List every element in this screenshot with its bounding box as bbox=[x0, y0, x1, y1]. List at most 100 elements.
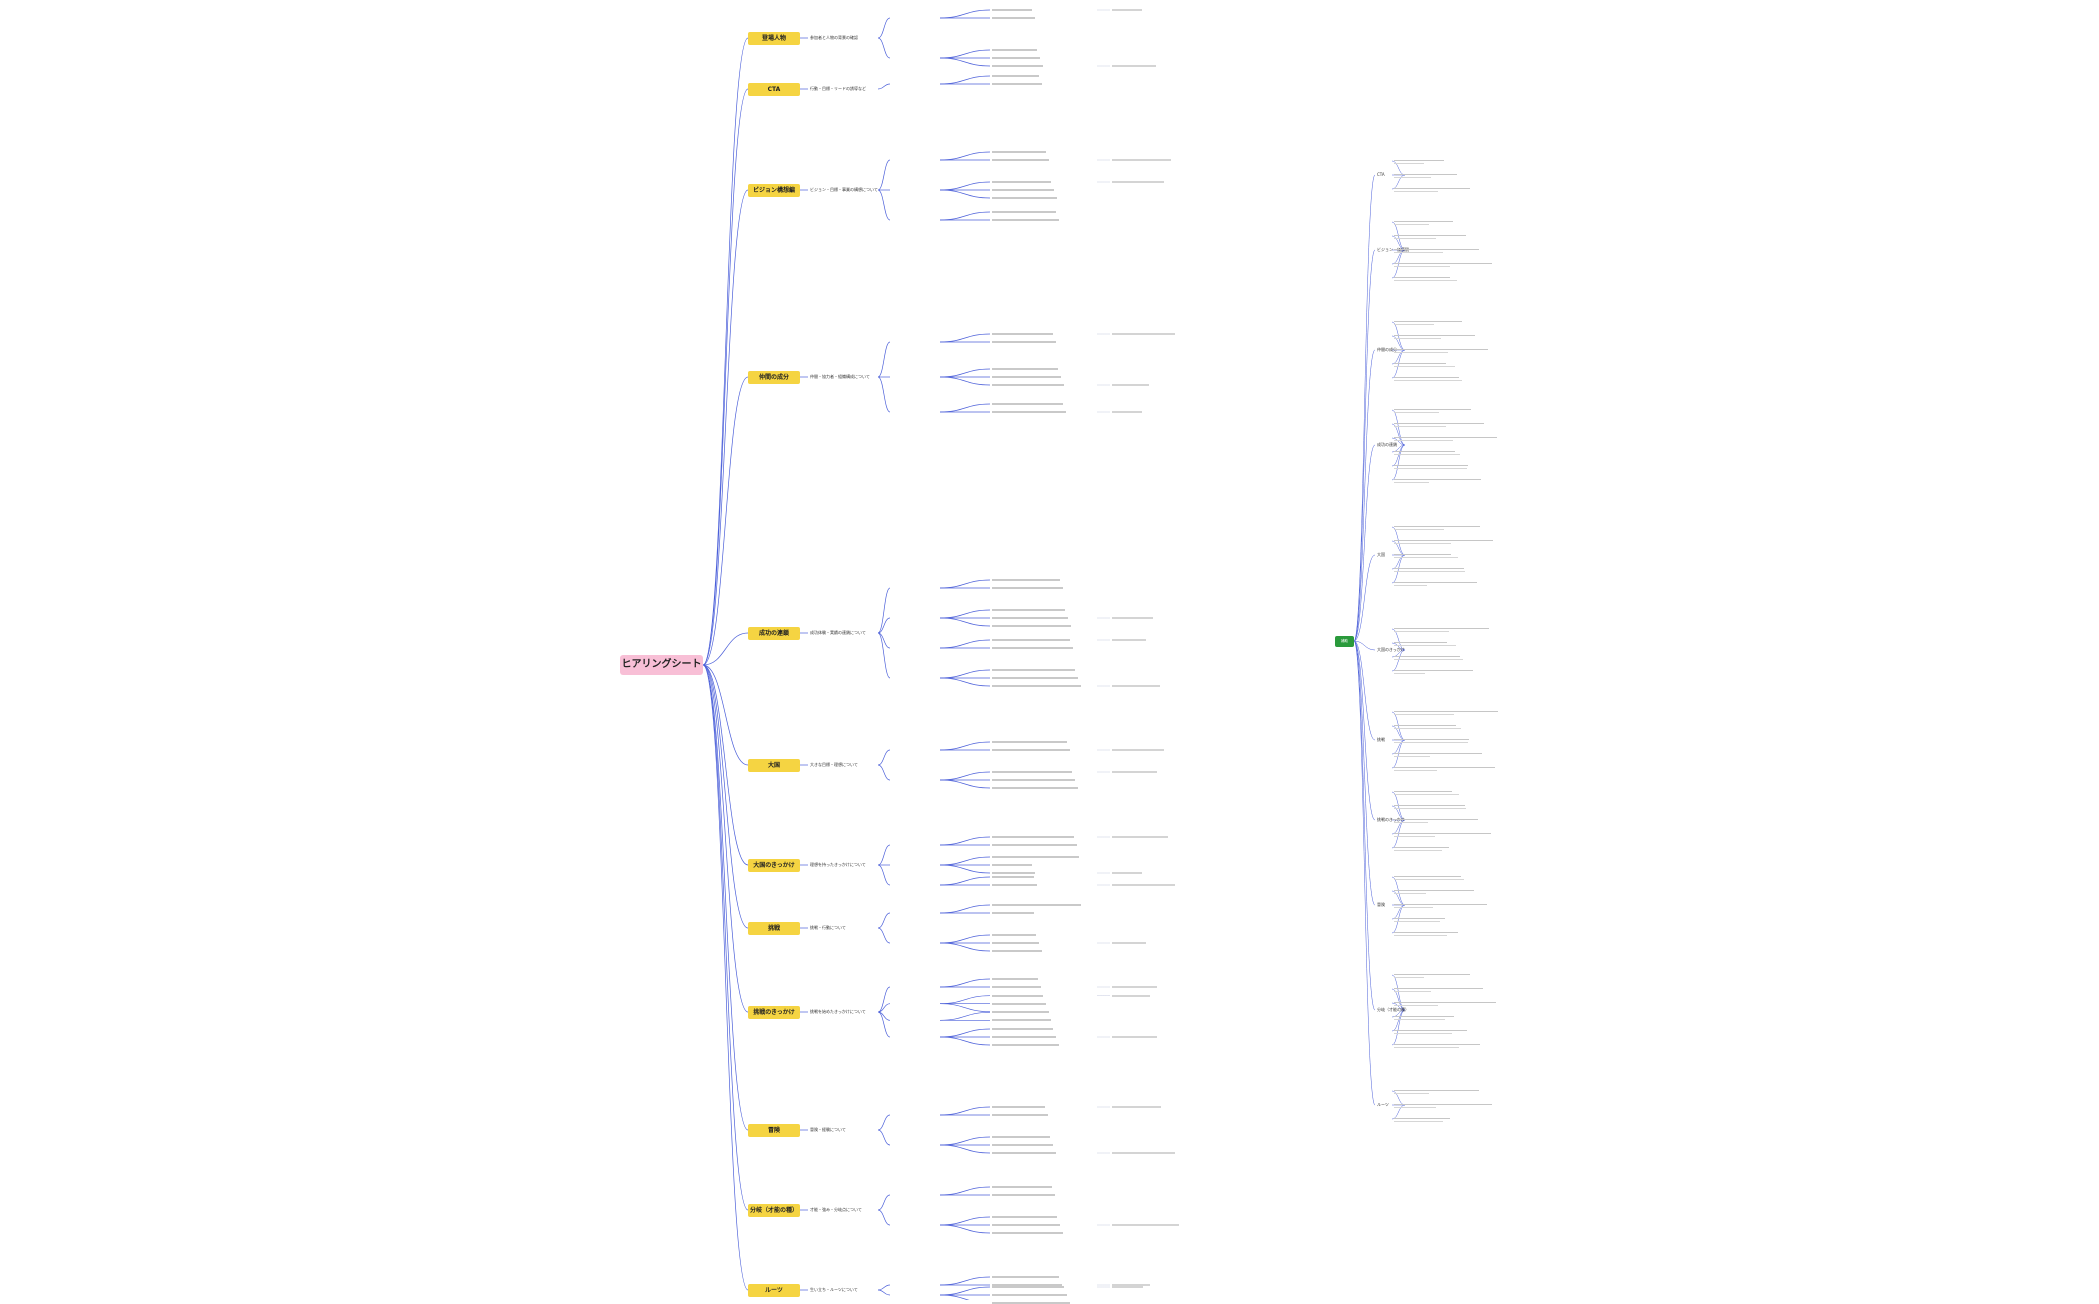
detail-node bbox=[1112, 870, 1217, 874]
detail-node bbox=[992, 842, 1097, 846]
branch-topic[interactable]: 理想を持ったきっかけについて bbox=[810, 862, 866, 867]
detail-node bbox=[992, 63, 1097, 67]
right-root-node[interactable]: 補助 bbox=[1335, 636, 1354, 647]
detail-node bbox=[1112, 993, 1217, 997]
branch-node[interactable]: 挑戦 bbox=[748, 922, 800, 935]
detail-node bbox=[992, 1274, 1097, 1278]
connector bbox=[939, 57, 991, 67]
connector bbox=[702, 664, 749, 766]
branch-node[interactable]: 挑戦のきっかけ bbox=[748, 1006, 800, 1019]
connector bbox=[939, 1186, 991, 1196]
branch-node[interactable]: 大国 bbox=[748, 759, 800, 772]
right-topic[interactable]: 大国 bbox=[1377, 552, 1385, 557]
right-detail-node bbox=[1394, 435, 1499, 442]
connector bbox=[702, 664, 749, 1211]
connector bbox=[939, 75, 991, 85]
branch-node[interactable]: CTA bbox=[748, 83, 800, 96]
branch-node[interactable]: 分岐（才能の種） bbox=[748, 1204, 800, 1217]
right-detail-node bbox=[1394, 972, 1499, 979]
connector bbox=[877, 376, 891, 413]
connector bbox=[939, 1028, 991, 1038]
detail-node bbox=[992, 187, 1097, 191]
detail-node bbox=[992, 854, 1097, 858]
branch-node[interactable]: ビジョン構想編 bbox=[748, 184, 800, 197]
detail-node bbox=[992, 217, 1097, 221]
branch-topic[interactable]: 成功体験・実績の連鎖について bbox=[810, 630, 866, 635]
branch-topic[interactable]: 行動・目標・リードの誘導など bbox=[810, 86, 866, 91]
connector bbox=[877, 912, 891, 929]
right-detail-node bbox=[1394, 524, 1499, 531]
detail-node bbox=[992, 862, 1097, 866]
branch-node[interactable]: 成功の連鎖 bbox=[748, 627, 800, 640]
detail-node bbox=[1112, 331, 1217, 335]
detail-node bbox=[1112, 984, 1217, 988]
right-detail-node bbox=[1394, 709, 1499, 716]
right-detail-node bbox=[1394, 449, 1499, 456]
connector bbox=[1391, 437, 1406, 446]
connector bbox=[939, 1276, 991, 1286]
connector bbox=[939, 836, 991, 846]
detail-node bbox=[1112, 882, 1217, 886]
detail-node bbox=[1112, 1222, 1217, 1226]
right-topic[interactable]: 成功の連鎖 bbox=[1377, 442, 1397, 447]
branch-node[interactable]: ルーツ bbox=[748, 1284, 800, 1297]
connector bbox=[877, 189, 891, 221]
branch-node[interactable]: 大国のきっかけ bbox=[748, 859, 800, 872]
right-detail-node bbox=[1394, 552, 1499, 559]
detail-node bbox=[992, 1042, 1097, 1046]
branch-topic[interactable]: 大きな目標・理想について bbox=[810, 762, 858, 767]
connector bbox=[1391, 1009, 1406, 1046]
right-detail-node bbox=[1394, 333, 1499, 340]
connector bbox=[939, 904, 991, 914]
connector bbox=[1391, 174, 1406, 190]
right-topic[interactable]: 分岐（才能の種） bbox=[1377, 1007, 1409, 1012]
connector bbox=[1353, 640, 1376, 906]
branch-topic[interactable]: 仲間・協力者・組織構成について bbox=[810, 374, 870, 379]
connector bbox=[877, 159, 891, 191]
branch-topic[interactable]: ビジョン・目標・事業の構想について bbox=[810, 187, 878, 192]
right-topic[interactable]: 大国のきっかけ bbox=[1377, 647, 1405, 652]
branch-topic[interactable]: 冒険・経験について bbox=[810, 1127, 846, 1132]
detail-node bbox=[992, 1192, 1097, 1196]
right-topic[interactable]: ルーツ bbox=[1377, 1102, 1389, 1107]
root-node[interactable]: ヒアリングシート bbox=[620, 655, 703, 675]
right-topic[interactable]: 冒険 bbox=[1377, 902, 1385, 907]
branch-topic[interactable]: 生い立ち・ルーツについて bbox=[810, 1287, 858, 1292]
connector bbox=[939, 617, 991, 627]
detail-node bbox=[992, 1134, 1097, 1138]
branch-topic[interactable]: 挑戦・行動について bbox=[810, 925, 846, 930]
branch-topic[interactable]: 参加者と人物の背景の確認 bbox=[810, 35, 858, 40]
right-detail-node bbox=[1394, 1028, 1499, 1035]
branch-node[interactable]: 仲間の成分 bbox=[748, 371, 800, 384]
detail-node bbox=[992, 615, 1097, 619]
branch-node[interactable]: 登場人物 bbox=[748, 32, 800, 45]
right-topic[interactable]: 仲間の成分 bbox=[1377, 347, 1397, 352]
right-topic[interactable]: ビジョン・価値観 bbox=[1377, 247, 1409, 252]
branch-topic[interactable]: 挑戦を始めたきっかけについて bbox=[810, 1009, 866, 1014]
detail-node bbox=[992, 645, 1097, 649]
right-detail-node bbox=[1394, 803, 1499, 810]
connector bbox=[939, 403, 991, 413]
connector bbox=[939, 1224, 991, 1234]
right-topic[interactable]: CTA bbox=[1377, 172, 1385, 177]
right-detail-node bbox=[1394, 640, 1499, 647]
right-detail-node bbox=[1394, 930, 1499, 937]
branch-node[interactable]: 冒険 bbox=[748, 1124, 800, 1137]
detail-node bbox=[992, 1009, 1097, 1014]
connector bbox=[939, 741, 991, 751]
right-detail-node bbox=[1394, 219, 1499, 226]
detail-node bbox=[992, 834, 1097, 838]
right-detail-node bbox=[1394, 261, 1499, 268]
detail-node bbox=[1112, 1282, 1217, 1286]
detail-node bbox=[992, 1222, 1097, 1226]
connector bbox=[1391, 423, 1406, 446]
right-detail-node bbox=[1394, 1088, 1499, 1095]
right-topic[interactable]: 挑戦 bbox=[1377, 737, 1385, 742]
connector bbox=[1353, 249, 1376, 642]
right-topic[interactable]: 挑戦のきっかけ bbox=[1377, 817, 1405, 822]
right-detail-node bbox=[1394, 902, 1499, 909]
connector bbox=[939, 211, 991, 221]
detail-node bbox=[992, 940, 1097, 944]
branch-topic[interactable]: 才能・強み・分岐点について bbox=[810, 1207, 862, 1212]
detail-node bbox=[992, 984, 1097, 988]
